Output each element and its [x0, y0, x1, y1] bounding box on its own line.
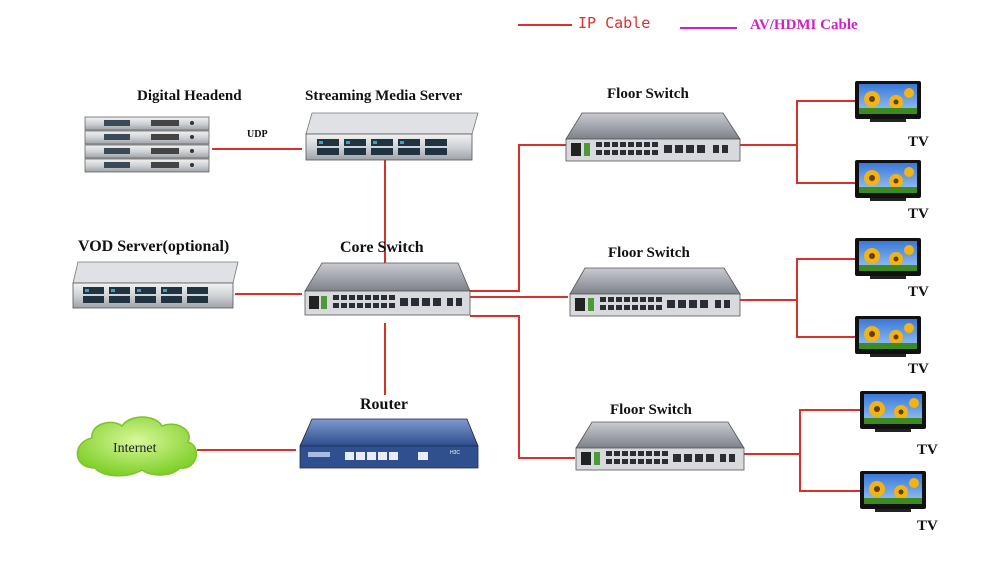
- digital-headend-device: [84, 116, 210, 173]
- tv-set-3: [855, 238, 921, 279]
- floor-switch-1-device: [565, 112, 741, 162]
- tv-label-1: TV: [908, 134, 929, 150]
- internet-cloud: [76, 416, 198, 477]
- udp-label: UDP: [247, 129, 268, 140]
- legend-av-label: AV/HDMI Cable: [750, 17, 858, 33]
- streaming-server-label: Streaming Media Server: [305, 88, 463, 104]
- core-switch-label: Core Switch: [340, 239, 424, 256]
- headend-unit: [84, 130, 210, 145]
- floor-switch-3-device: [575, 421, 745, 471]
- vod-server-label: VOD Server(optional): [78, 238, 230, 255]
- cable-floor2-tv4: [796, 300, 855, 338]
- tv-label-4: TV: [908, 361, 929, 377]
- tv-set-2: [855, 160, 921, 201]
- cable-floor3-tv6: [799, 454, 860, 492]
- router-brand-text: H3C: [450, 450, 460, 456]
- streaming-server-device: [305, 112, 479, 161]
- cable-floor3-tvs: [744, 409, 860, 455]
- router-label: Router: [360, 396, 408, 413]
- vod-server-device: [72, 261, 239, 309]
- floor-switch-1-label: Floor Switch: [607, 86, 689, 102]
- tv-label-3: TV: [908, 284, 929, 300]
- internet-label: Internet: [113, 441, 157, 456]
- tv-label-5: TV: [917, 442, 938, 458]
- tv-label-6: TV: [917, 518, 938, 534]
- ip-cables: [197, 100, 860, 492]
- tv-set-6: [860, 471, 926, 512]
- cable-core-floor3: [470, 315, 575, 459]
- digital-headend-label: Digital Headend: [137, 88, 242, 104]
- tv-set-4: [855, 316, 921, 357]
- floor-switch-2-device: [569, 267, 741, 317]
- cable-core-floor1: [470, 144, 568, 292]
- headend-unit: [84, 116, 210, 131]
- headend-unit: [84, 158, 210, 173]
- tv-set-1: [855, 81, 921, 122]
- floor-switch-3-label: Floor Switch: [610, 402, 692, 418]
- headend-unit: [84, 144, 210, 159]
- cable-floor1-tvs: [740, 100, 855, 146]
- legend-ip-label: IP Cable: [578, 14, 651, 32]
- core-switch-device: [304, 262, 471, 316]
- tv-label-2: TV: [908, 206, 929, 222]
- cable-floor1-tv2: [796, 145, 855, 184]
- router-device: H3C: [299, 418, 479, 469]
- cable-floor2-tvs: [740, 258, 855, 301]
- floor-switch-2-label: Floor Switch: [608, 245, 690, 261]
- tv-set-5: [860, 391, 926, 432]
